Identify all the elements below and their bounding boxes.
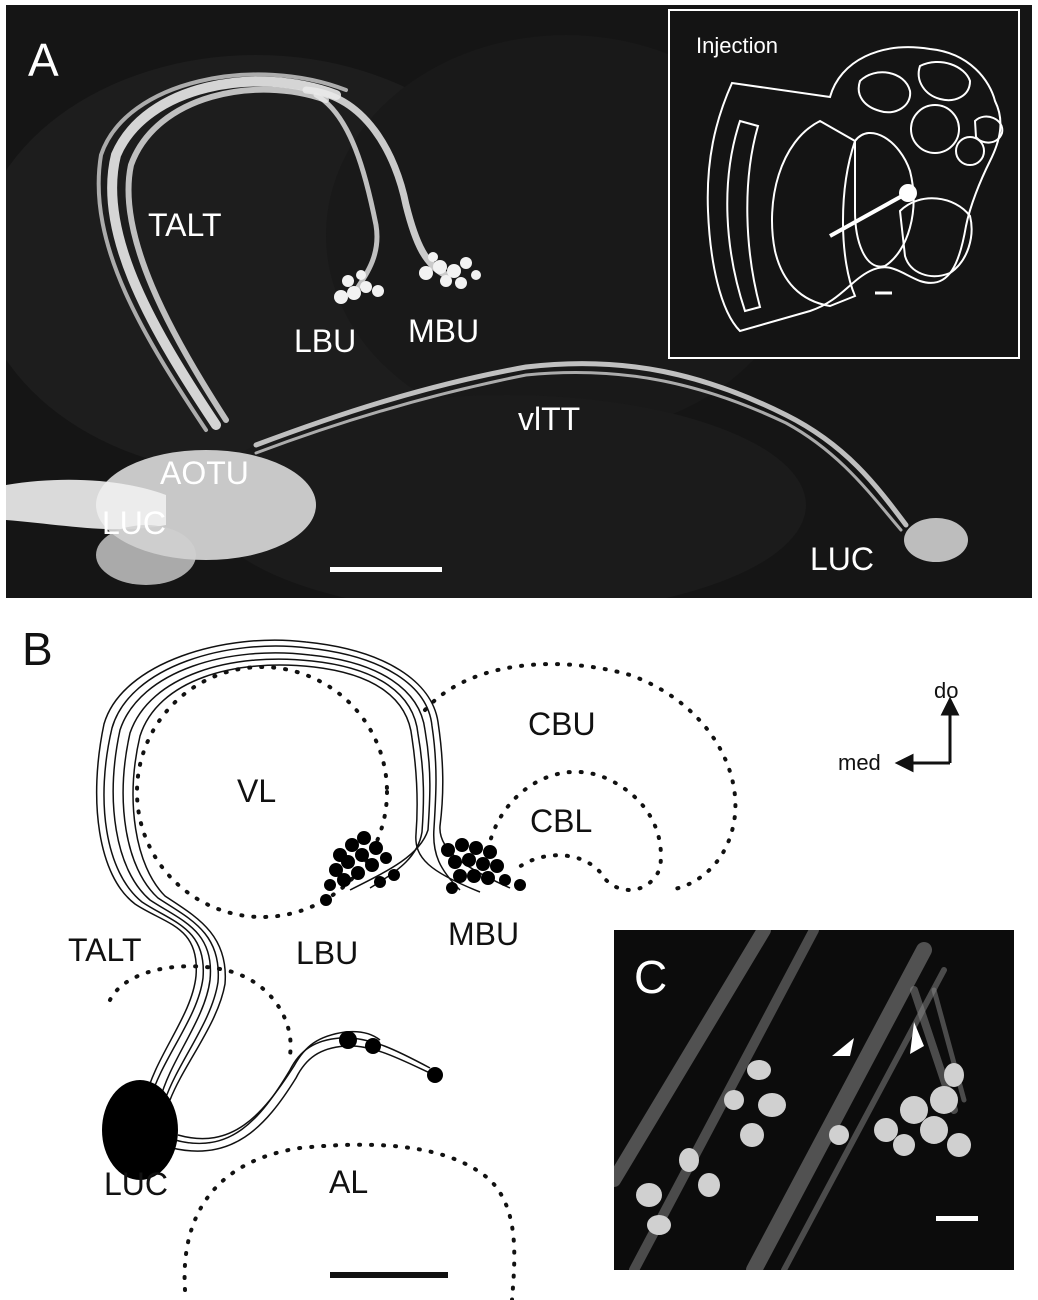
- label-vl: VL: [237, 773, 277, 809]
- somata-cluster: [636, 1060, 971, 1235]
- panel-letter: A: [28, 34, 59, 86]
- label-vltt: vlTT: [518, 401, 581, 437]
- panel-b-schematic: B CBU CBL VL TALT LBU MBU LUC AL do med: [0, 600, 1038, 1300]
- label-lbu: LBU: [294, 323, 357, 359]
- talt-fibers: [95, 639, 511, 1101]
- panel-b-drawing: [95, 639, 960, 1300]
- panel-letter: B: [22, 623, 53, 675]
- panel-letter: C: [634, 951, 668, 1003]
- scale-bar: [330, 1272, 448, 1278]
- inset-title: Injection: [696, 33, 778, 58]
- brain-outline-diagram: [706, 46, 1004, 333]
- luc-blob: [102, 1080, 178, 1180]
- panel-c-micrograph: C: [614, 930, 1014, 1270]
- scale-bar: [330, 567, 442, 572]
- label-luc-left: LUC: [102, 505, 167, 541]
- talt-fiber-bundle: [96, 72, 909, 532]
- mbu-somata: [441, 838, 526, 894]
- axis-label-dorsal: do: [934, 678, 959, 703]
- label-luc: LUC: [104, 1166, 169, 1202]
- arrowhead-icons: [832, 1022, 924, 1056]
- label-cbl: CBL: [530, 803, 593, 839]
- label-aotu: AOTU: [160, 455, 249, 491]
- injection-inset: Injection: [668, 9, 1020, 359]
- label-cbu: CBU: [528, 706, 596, 742]
- scale-bar: [936, 1216, 978, 1221]
- label-al: AL: [329, 1164, 369, 1200]
- axis-label-medial: med: [838, 750, 881, 775]
- panel-a-micrograph: A TALT LBU MBU vlTT AOTU LUC LUC Injecti…: [6, 5, 1032, 598]
- label-mbu: MBU: [448, 916, 520, 952]
- label-lbu: LBU: [296, 935, 359, 971]
- label-luc-right: LUC: [810, 541, 875, 577]
- lbu-somata: [320, 831, 400, 906]
- orientation-compass: [894, 696, 960, 773]
- neuropil-outlines: [108, 662, 738, 1300]
- label-talt: TALT: [148, 207, 222, 243]
- label-mbu: MBU: [408, 313, 480, 349]
- label-talt: TALT: [68, 932, 142, 968]
- panel-c-image: [614, 930, 1014, 1270]
